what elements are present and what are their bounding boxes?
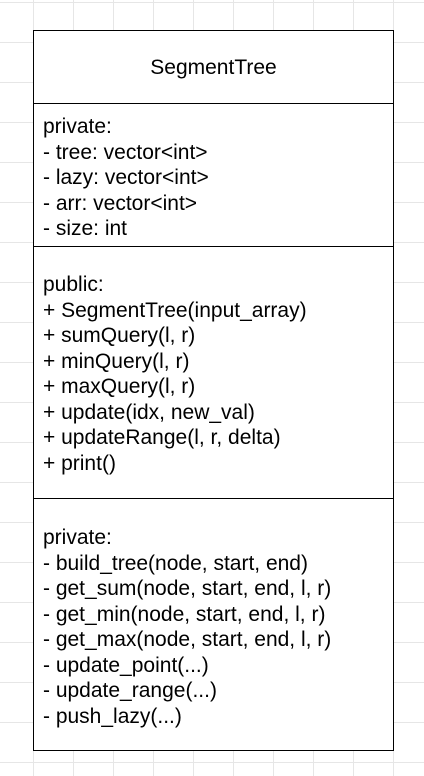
class-name-compartment: SegmentTree	[34, 31, 393, 104]
private-method-item: - push_lazy(...)	[43, 704, 182, 728]
class-name: SegmentTree	[150, 55, 277, 79]
public-method-item: + maxQuery(l, r)	[43, 375, 196, 398]
public-method-item: + updateRange(l, r, delta)	[43, 426, 281, 449]
private-method-item: - get_max(node, start, end, l, r)	[43, 628, 332, 651]
private-method-item: - get_sum(node, start, end, l, r)	[43, 577, 332, 600]
public-method-item: + sumQuery(l, r)	[43, 324, 196, 347]
attribute-item: - lazy: vector<int>	[43, 166, 209, 189]
attributes-heading: private:	[43, 115, 112, 138]
public-method-item: + SegmentTree(input_array)	[43, 298, 307, 322]
attribute-item: - tree: vector<int>	[43, 140, 208, 164]
public-methods-heading: public:	[43, 273, 104, 296]
attribute-item: - size: int	[43, 217, 128, 240]
attribute-item: - arr: vector<int>	[43, 191, 198, 215]
private-method-item: - get_min(node, start, end, l, r)	[43, 602, 326, 626]
private-method-item: - update_point(...)	[43, 653, 209, 677]
private-method-item: - build_tree(node, start, end)	[43, 551, 308, 575]
public-method-item: + update(idx, new_val)	[43, 400, 255, 424]
uml-class-box: SegmentTree private: - tree: vector<int>…	[33, 30, 394, 751]
public-method-item: + print()	[43, 451, 116, 475]
attributes-compartment: private: - tree: vector<int> - lazy: vec…	[34, 104, 393, 247]
private-method-item: - update_range(...)	[43, 679, 217, 702]
private-methods-compartment: private: - build_tree(node, start, end) …	[34, 499, 393, 751]
public-method-item: + minQuery(l, r)	[43, 349, 190, 373]
private-methods-heading: private:	[43, 526, 112, 549]
public-methods-compartment: public: + SegmentTree(input_array) + sum…	[34, 247, 393, 499]
